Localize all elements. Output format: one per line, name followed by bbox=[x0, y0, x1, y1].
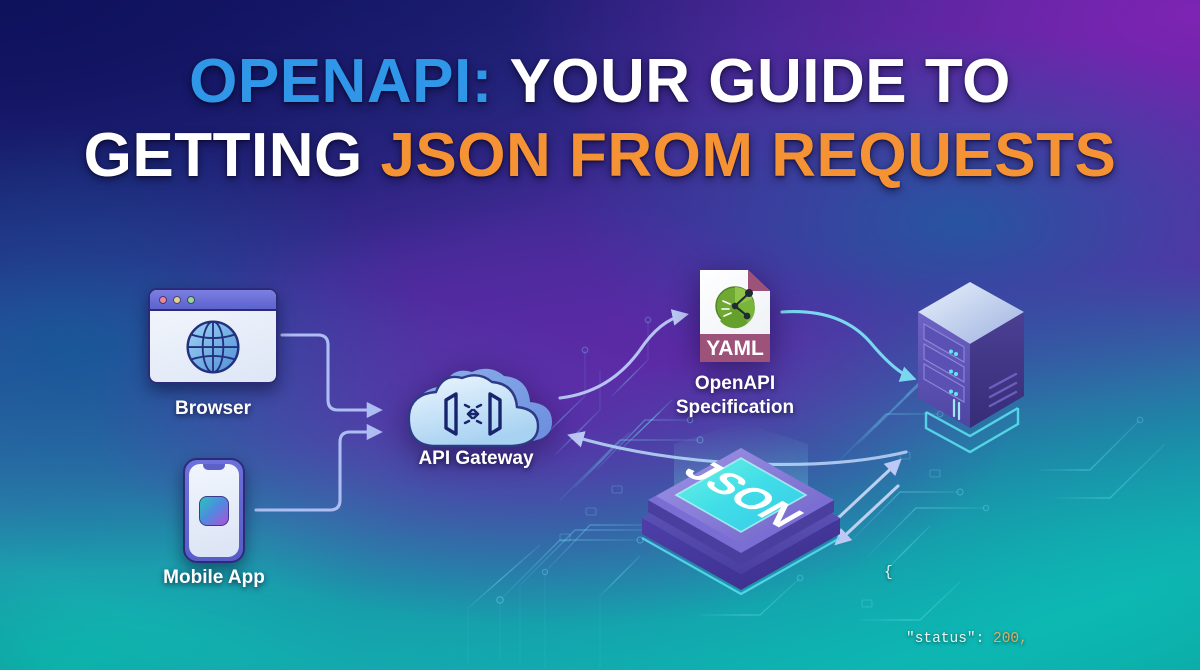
yaml-badge-text: YAML bbox=[706, 337, 764, 360]
json-chip-icon: JSON bbox=[626, 422, 856, 604]
title-json-phrase: JSON FROM REQUESTS bbox=[380, 120, 1117, 190]
connector-json-to-server bbox=[834, 458, 902, 522]
phone-notch bbox=[203, 464, 225, 470]
globe-icon bbox=[186, 319, 240, 374]
browser-viewport bbox=[150, 311, 276, 382]
smartphone-icon bbox=[183, 458, 245, 563]
openapi-spec-label-line1: OpenAPI bbox=[694, 373, 776, 394]
swagger-logo-icon bbox=[715, 286, 755, 329]
code-status-value: 200, bbox=[993, 631, 1028, 648]
title-line-2: GETTING JSON FROM REQUESTS bbox=[0, 124, 1200, 187]
browser-window-icon bbox=[148, 288, 278, 384]
browser-titlebar bbox=[150, 290, 276, 311]
title-line-1: OPENAPI: YOUR GUIDE TO bbox=[0, 51, 1200, 113]
api-gateway-label: API Gateway bbox=[418, 448, 534, 469]
browser-maximize-dot-icon bbox=[187, 295, 195, 304]
title-getting-word: GETTING bbox=[83, 120, 363, 190]
openapi-spec-label: OpenAPI Specification bbox=[655, 372, 815, 421]
mobile-app-label: Mobile App bbox=[163, 567, 265, 588]
browser-close-dot-icon bbox=[159, 295, 167, 304]
connector-browser-to-gateway bbox=[280, 333, 383, 419]
connector-gateway-to-spec bbox=[558, 309, 689, 400]
browser-label: Browser bbox=[174, 398, 252, 419]
yaml-file-icon: YAML bbox=[696, 268, 774, 364]
code-status-key: "status": bbox=[906, 631, 985, 648]
code-line-2: "status": 200, bbox=[884, 628, 1028, 650]
title-line1-rest: YOUR GUIDE TO bbox=[509, 47, 1011, 116]
connector-server-to-json bbox=[834, 484, 900, 546]
phone-screen bbox=[189, 464, 239, 557]
code-line-1: { bbox=[884, 565, 893, 582]
openapi-spec-label-line2: Specification bbox=[675, 397, 795, 419]
title-openapi-word: OPENAPI: bbox=[189, 47, 493, 116]
connector-spec-to-server bbox=[780, 310, 917, 382]
cloud-gateway-icon bbox=[398, 368, 554, 452]
server-rack-icon bbox=[912, 276, 1032, 456]
browser-minimize-dot-icon bbox=[173, 295, 181, 304]
page-title: OPENAPI: YOUR GUIDE TO GETTING JSON FROM… bbox=[0, 51, 1200, 187]
json-response-snippet: { "status": 200, "data": { ... } } bbox=[884, 518, 1028, 670]
app-tile-icon bbox=[199, 495, 229, 526]
connector-mobile-to-gateway bbox=[254, 423, 383, 512]
